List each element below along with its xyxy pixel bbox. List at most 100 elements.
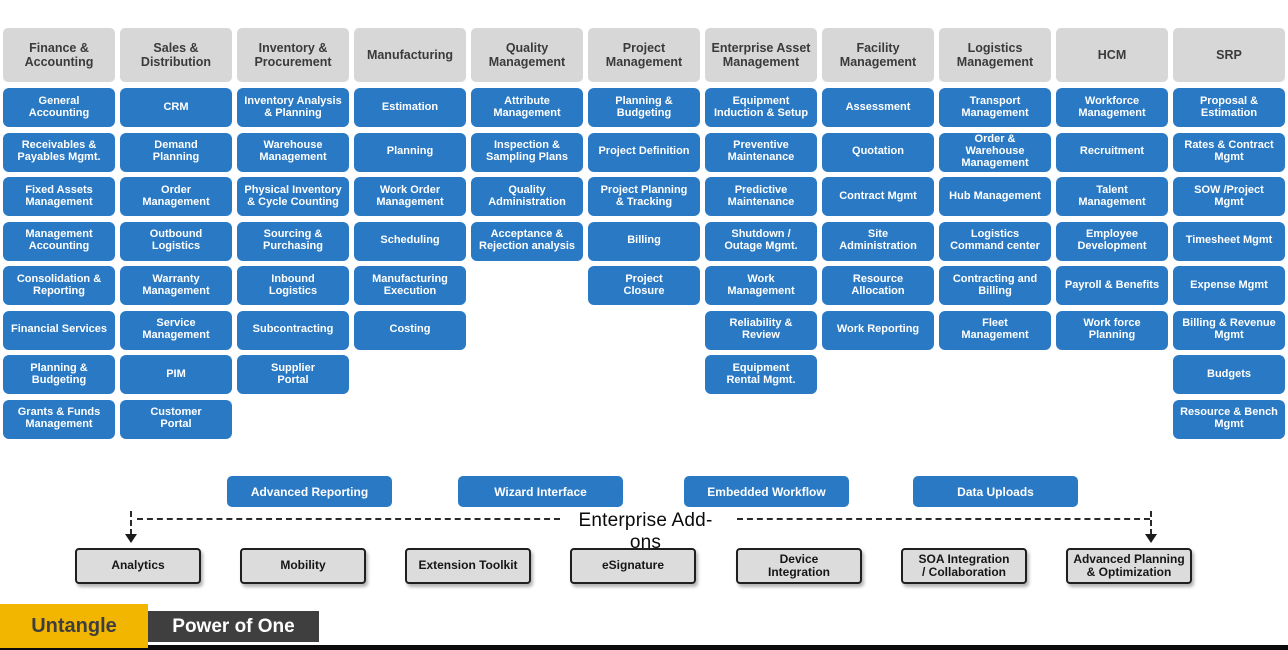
module-tile: Logistics Command center (939, 221, 1051, 261)
module-tile: Billing & Revenue Mgmt (1173, 310, 1285, 350)
module-tile: Payroll & Benefits (1056, 266, 1168, 305)
module-tile: Warranty Management (120, 266, 232, 305)
module-tile: Grants & Funds Management (3, 399, 115, 439)
module-tile: Billing (588, 221, 700, 261)
module-tile: Demand Planning (120, 132, 232, 172)
module-tile: Work Reporting (822, 310, 934, 350)
tool-addon-box: eSignature (570, 548, 696, 584)
module-tile: Equipment Induction & Setup (705, 88, 817, 127)
module-tile: Project Closure (588, 266, 700, 305)
dashed-drop-right (1150, 511, 1152, 535)
dashed-connector-left (137, 518, 560, 520)
module-tile: Order & Warehouse Management (939, 132, 1051, 172)
module-tile: Contract Mgmt (822, 177, 934, 216)
module-tile: Fixed Assets Management (3, 177, 115, 216)
column-header: Logistics Management (939, 28, 1051, 82)
module-tile: Estimation (354, 88, 466, 127)
tool-addon-box: Advanced Planning & Optimization (1066, 548, 1192, 584)
module-tile: Assessment (822, 88, 934, 127)
down-arrow-icon (125, 534, 137, 543)
module-tile: Workforce Management (1056, 88, 1168, 127)
column-header: Finance & Accounting (3, 28, 115, 82)
column-header: SRP (1173, 28, 1285, 82)
bottom-bar (0, 645, 1288, 650)
column-header: Quality Management (471, 28, 583, 82)
tool-addon-box: Mobility (240, 548, 366, 584)
module-tile: Preventive Maintenance (705, 132, 817, 172)
module-tile: Timesheet Mgmt (1173, 221, 1285, 261)
module-tile: Work Management (705, 266, 817, 305)
module-tile: Planning (354, 132, 466, 172)
module-tile: Quotation (822, 132, 934, 172)
column-header: Inventory & Procurement (237, 28, 349, 82)
module-tile: Resource & Bench Mgmt (1173, 399, 1285, 439)
module-tile: Site Administration (822, 221, 934, 261)
module-tile: Transport Management (939, 88, 1051, 127)
tool-addon-box: SOA Integration / Collaboration (901, 548, 1027, 584)
module-tile: Inventory Analysis & Planning (237, 88, 349, 127)
module-tile: Proposal & Estimation (1173, 88, 1285, 127)
module-tile: Budgets (1173, 355, 1285, 394)
module-tile: Receivables & Payables Mgmt. (3, 132, 115, 172)
platform-addon-pill: Advanced Reporting (227, 476, 392, 507)
module-tile: Acceptance & Rejection analysis (471, 221, 583, 261)
module-tile: Planning & Budgeting (588, 88, 700, 127)
module-tile: Scheduling (354, 221, 466, 261)
module-tile: Consolidation & Reporting (3, 266, 115, 305)
tool-addon-box: Extension Toolkit (405, 548, 531, 584)
module-tile: Project Definition (588, 132, 700, 172)
dashed-connector-right (737, 518, 1150, 520)
module-tile: Fleet Management (939, 310, 1051, 350)
down-arrow-icon (1145, 534, 1157, 543)
module-tile: Reliability & Review (705, 310, 817, 350)
module-tile: Shutdown / Outage Mgmt. (705, 221, 817, 261)
module-tile: PIM (120, 355, 232, 394)
module-tile: Project Planning & Tracking (588, 177, 700, 216)
enterprise-addons-label: Enterprise Add-ons (578, 510, 713, 553)
module-tile: Talent Management (1056, 177, 1168, 216)
module-tile: Customer Portal (120, 399, 232, 439)
module-tile: Hub Management (939, 177, 1051, 216)
column-header: Facility Management (822, 28, 934, 82)
module-tile: CRM (120, 88, 232, 127)
module-tile: Predictive Maintenance (705, 177, 817, 216)
platform-addon-pill: Embedded Workflow (684, 476, 849, 507)
column-header: HCM (1056, 28, 1168, 82)
module-tile: Equipment Rental Mgmt. (705, 355, 817, 394)
module-tile: Order Management (120, 177, 232, 216)
module-tile: Subcontracting (237, 310, 349, 350)
module-tile: Quality Administration (471, 177, 583, 216)
platform-addon-pill: Wizard Interface (458, 476, 623, 507)
column-header: Manufacturing (354, 28, 466, 82)
module-tile: SOW /Project Mgmt (1173, 177, 1285, 216)
module-tile: Sourcing & Purchasing (237, 221, 349, 261)
module-tile: Outbound Logistics (120, 221, 232, 261)
column-header: Project Management (588, 28, 700, 82)
brand-tagline: Power of One (148, 611, 319, 642)
module-tile: Contracting and Billing (939, 266, 1051, 305)
module-tile: Expense Mgmt (1173, 266, 1285, 305)
module-tile: Service Management (120, 310, 232, 350)
module-tile: Management Accounting (3, 221, 115, 261)
platform-addon-pill: Data Uploads (913, 476, 1078, 507)
tool-addon-box: Analytics (75, 548, 201, 584)
module-tile: Recruitment (1056, 132, 1168, 172)
module-tile: Costing (354, 310, 466, 350)
module-tile: Resource Allocation (822, 266, 934, 305)
module-tile: Planning & Budgeting (3, 355, 115, 394)
module-tile: Rates & Contract Mgmt (1173, 132, 1285, 172)
module-tile: Inbound Logistics (237, 266, 349, 305)
